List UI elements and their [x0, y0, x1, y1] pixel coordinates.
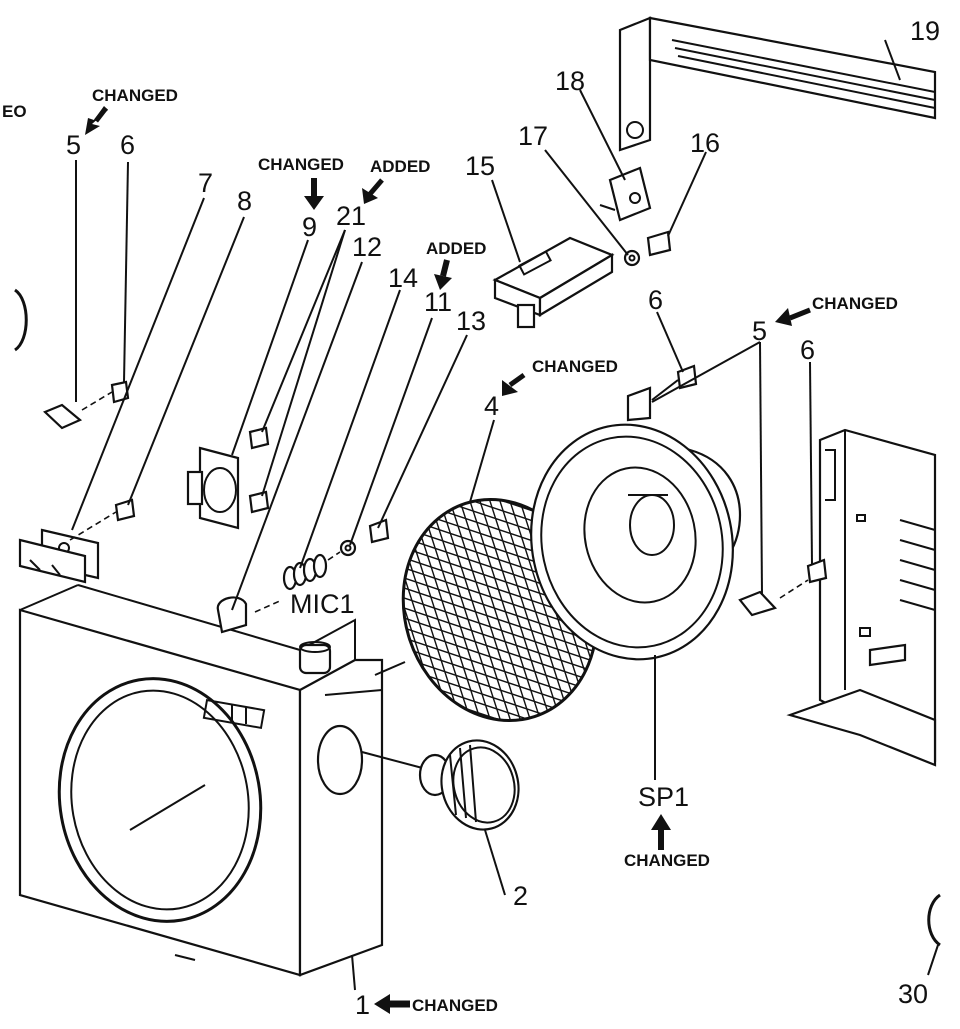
- switch-plate: [18, 528, 100, 584]
- part-labels: EO CHANGED 5 6 7 8 CHANGED ADDED 9 21 12…: [2, 16, 940, 1020]
- leader-30: [927, 944, 939, 976]
- note-changed-sp1: CHANGED: [624, 851, 710, 870]
- label-5-left: 5: [66, 130, 81, 160]
- label-21: 21: [336, 201, 366, 231]
- note-changed-5-left: CHANGED: [92, 86, 178, 105]
- label-13: 13: [456, 306, 486, 336]
- dash-12: [254, 599, 283, 613]
- label-4: 4: [484, 391, 499, 421]
- front-cabinet: [18, 584, 384, 977]
- dash-6-right: [779, 579, 809, 599]
- grille-mesh-line: [379, 609, 621, 691]
- label-30: 30: [898, 979, 928, 1009]
- grille-mesh-line: [439, 474, 531, 746]
- label-1: 1: [355, 990, 370, 1020]
- arrows: [85, 106, 811, 1014]
- volume-knob: [361, 739, 520, 831]
- dash-6-mid: [651, 379, 679, 401]
- label-6-right: 6: [800, 335, 815, 365]
- note-added-21: ADDED: [370, 157, 430, 176]
- edge-arc-left: [13, 288, 28, 352]
- label-6-left: 6: [120, 130, 135, 160]
- screw-8: [114, 498, 136, 522]
- label-17: 17: [518, 121, 548, 151]
- label-8: 8: [237, 186, 252, 216]
- note-changed-1: CHANGED: [412, 996, 498, 1015]
- note-added-11: ADDED: [426, 239, 486, 258]
- label-18: 18: [555, 66, 585, 96]
- handle-bracket: [599, 166, 652, 222]
- microphone-mic1: [298, 641, 332, 675]
- label-14: 14: [388, 263, 418, 293]
- bracket-5-lower: [738, 590, 778, 617]
- carry-handle: [618, 16, 937, 152]
- screw-6-left: [110, 380, 130, 404]
- dash-8: [69, 511, 117, 541]
- grille-mesh-line: [429, 474, 521, 746]
- screw-16: [646, 230, 672, 257]
- grille-mesh-line: [379, 579, 621, 661]
- grille-mesh-line: [449, 474, 541, 746]
- screw-6-right: [806, 558, 828, 584]
- label-7: 7: [198, 168, 213, 198]
- dash-14: [327, 551, 341, 561]
- label-11: 11: [424, 287, 452, 317]
- label-sp1: SP1: [638, 782, 689, 812]
- bracket-5-upper: [626, 386, 652, 422]
- label-12: 12: [352, 232, 382, 262]
- label-eo: EO: [2, 102, 27, 121]
- leader-lines: [71, 39, 901, 991]
- screw-21-a: [248, 426, 270, 450]
- label-15: 15: [465, 151, 495, 181]
- label-9: 9: [302, 212, 317, 242]
- grille-mesh-line: [459, 474, 551, 746]
- grille-guide-line: [374, 661, 406, 676]
- spring-14: [282, 553, 328, 591]
- bracket-5-left: [43, 403, 83, 430]
- note-changed-9: CHANGED: [258, 155, 344, 174]
- speaker-sp1: [530, 423, 741, 661]
- edge-arc-right: [927, 893, 941, 947]
- label-19: 19: [910, 16, 940, 46]
- grille-mesh-line: [469, 474, 561, 746]
- note-changed-5-right: CHANGED: [812, 294, 898, 313]
- slide-switch: [492, 236, 615, 329]
- label-mic1: MIC1: [290, 589, 355, 619]
- rear-chassis: [786, 428, 937, 767]
- label-16: 16: [690, 128, 720, 158]
- note-changed-4: CHANGED: [532, 357, 618, 376]
- potentiometer-9: [186, 446, 240, 530]
- dash-5-left: [81, 391, 113, 411]
- grille-mesh-line: [479, 474, 571, 746]
- grille-mesh-line: [379, 599, 621, 681]
- label-2: 2: [513, 881, 528, 911]
- label-5-right: 5: [752, 316, 767, 346]
- screw-6-mid: [676, 364, 698, 390]
- label-6-mid: 6: [648, 285, 663, 315]
- washer-11: [339, 539, 357, 557]
- bushing-12: [216, 596, 248, 634]
- screw-13: [368, 518, 390, 544]
- screw-21-b: [248, 490, 270, 514]
